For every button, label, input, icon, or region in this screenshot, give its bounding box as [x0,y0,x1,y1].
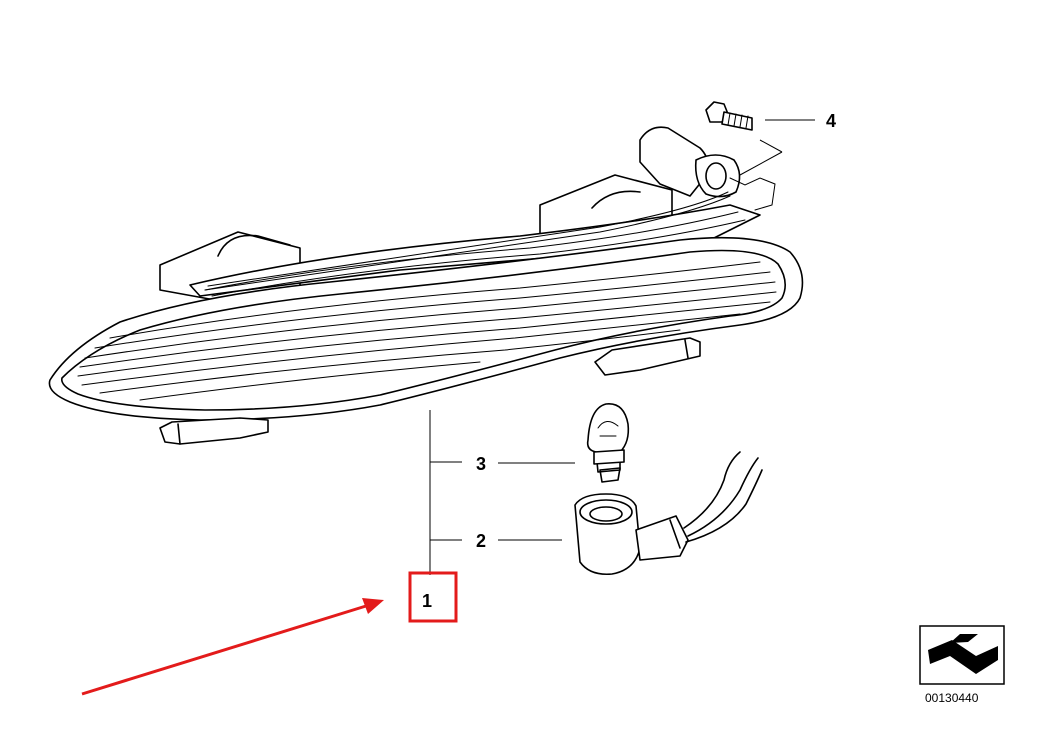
callout-1-highlight-box [408,571,458,623]
callout-3: 3 [476,454,486,474]
catalog-arrow-icon [919,625,1005,685]
socket-drawing [574,451,763,576]
bulb-drawing [586,403,630,483]
callout-4: 4 [826,111,836,131]
turn-signal-light-drawing [48,126,804,445]
catalog-number: 00130440 [925,691,979,705]
screw-drawing [705,101,753,131]
leader-lines [429,119,815,575]
callout-1: 1 [422,591,432,611]
callout-2: 2 [476,531,486,551]
highlight-arrow [81,598,384,696]
